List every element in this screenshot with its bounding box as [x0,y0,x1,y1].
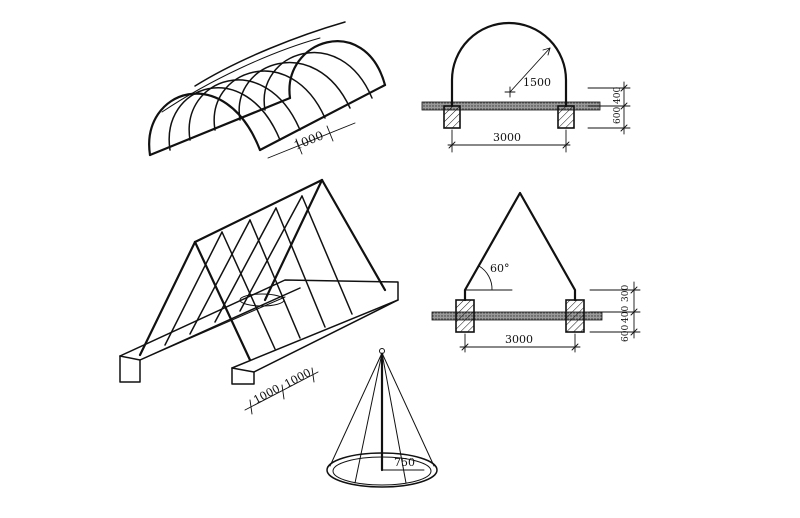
gable-height-label-300: 300 [621,285,631,302]
gable-height-label-600: 600 [621,325,631,342]
arch-height-label-400: 400 [613,87,623,104]
gable-spacing-label-2: 1000 [282,366,313,391]
arch-cross-section: 1500 3000 600 400 [421,21,631,153]
gable-spacing-label-1: 1000 [251,382,282,407]
gable-width-label: 3000 [505,333,533,346]
cone-radius-label: 750 [394,456,415,469]
arch-height-label-600: 600 [613,107,623,124]
gable-cross-section: 60° 3000 600 400 300 [431,191,641,353]
gable-angle-label: 60° [490,262,510,275]
arch-width-label: 3000 [493,131,521,144]
arch-radius-label: 1500 [523,76,551,89]
gable-greenhouse-perspective: 1000 1000 [119,178,399,415]
cone-frame: 750 [326,348,438,488]
arch-greenhouse-perspective: 1000 [148,21,387,159]
gable-height-label-400: 400 [621,306,631,323]
